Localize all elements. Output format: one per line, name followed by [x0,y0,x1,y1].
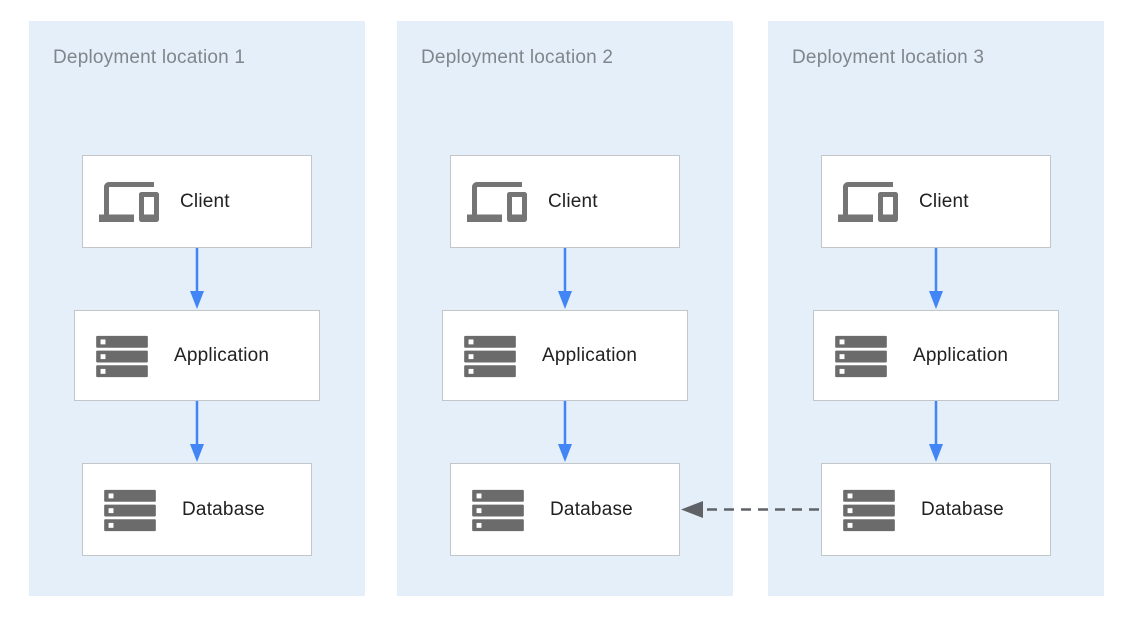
node-label: Application [913,344,1009,366]
application-node: Application [74,310,320,401]
node-label: Application [174,344,270,366]
deployment-location-2-panel: Deployment location 2 Client [397,21,733,596]
devices-icon [99,181,159,222]
server-stack-icon [464,335,516,377]
node-label: Client [180,190,230,212]
application-node: Application [442,310,688,401]
application-node: Application [813,310,1059,401]
arrow-client-to-application [190,248,204,309]
arrow-client-to-application [558,248,572,309]
arrow-application-to-database [558,401,572,462]
database-node: Database [82,463,312,556]
deployment-location-1-panel: Deployment location 1 Client [29,21,365,596]
node-label: Client [919,190,969,212]
server-stack-icon [104,489,156,531]
panel-title: Deployment location 2 [421,47,614,68]
client-node: Client [821,155,1051,248]
server-stack-icon [472,489,524,531]
server-stack-icon [835,335,887,377]
database-node: Database [450,463,680,556]
panel-title: Deployment location 1 [53,47,246,68]
node-label: Database [921,498,1004,520]
arrow-application-to-database [190,401,204,462]
arrow-client-to-application [929,248,943,309]
devices-icon [467,181,527,222]
client-node: Client [82,155,312,248]
client-node: Client [450,155,680,248]
server-stack-icon [96,335,148,377]
arrow-application-to-database [929,401,943,462]
panel-title: Deployment location 3 [792,47,985,68]
devices-icon [838,181,898,222]
node-label: Client [548,190,598,212]
arrow-database3-to-database2-dashed [681,501,819,518]
node-label: Application [542,344,638,366]
database-node: Database [821,463,1051,556]
node-label: Database [182,498,265,520]
server-stack-icon [843,489,895,531]
node-label: Database [550,498,633,520]
deployment-location-3-panel: Deployment location 3 Client [768,21,1104,596]
